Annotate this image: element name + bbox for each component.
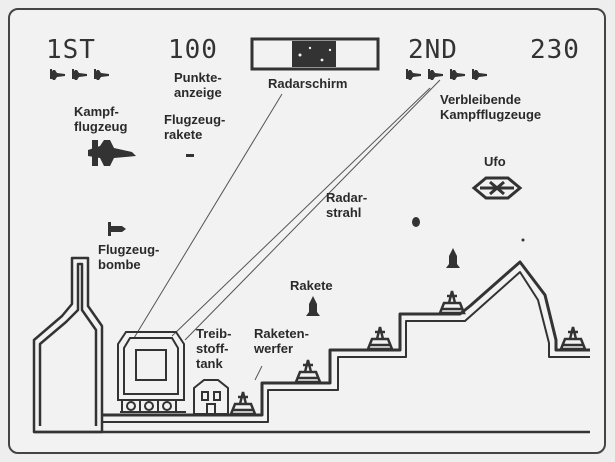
rocket-in-flight <box>306 248 460 316</box>
score-display-line-2: anzeige <box>174 85 222 100</box>
game-screen-frame <box>8 8 606 454</box>
plane-bomb-label: Flugzeug- bombe <box>98 242 159 272</box>
player2-score: 230 <box>530 35 580 65</box>
remaining-fighters-line-1: Verbleibende <box>440 92 521 107</box>
player2-remaining-fighters <box>406 69 487 80</box>
remaining-fighter-icon <box>50 69 65 80</box>
plane-rocket-line-1: Flugzeug- <box>164 112 226 127</box>
launcher-line-1: Raketen- <box>254 326 309 341</box>
plane-bomb-line-2: bombe <box>98 257 141 272</box>
rocket-launcher-icon <box>438 290 466 315</box>
player1-score: 100 <box>168 35 218 65</box>
radar-beam <box>133 79 441 341</box>
fuel-tank-line-2: stoff- <box>196 341 229 356</box>
plane-rocket-label: Flugzeug- rakete <box>164 112 225 142</box>
rocket-launcher-icon <box>229 391 257 416</box>
radar-beam-label: Radar- strahl <box>326 190 367 220</box>
rocket-label: Rakete <box>290 278 333 293</box>
remaining-fighter-icon <box>450 69 465 80</box>
plane-rocket-line-2: rakete <box>164 127 203 142</box>
terrain <box>102 260 590 423</box>
fuel-tank <box>193 379 229 415</box>
radar-beam-line-1: Radar- <box>326 190 368 205</box>
remaining-fighter-icon <box>428 69 443 80</box>
fighter-line-2: flugzeug <box>74 119 128 134</box>
remaining-fighter-icon <box>472 69 487 80</box>
radar-station <box>117 331 186 413</box>
ufo-icon <box>471 176 523 200</box>
debris-dot <box>521 238 525 242</box>
ufo-bomb <box>412 217 420 227</box>
fuel-tank-line-1: Treib- <box>196 326 232 341</box>
player2-label: 2ND <box>408 35 458 65</box>
remaining-fighters-line-2: Kampfflugzeuge <box>440 107 542 122</box>
rocket-launchers <box>229 290 587 416</box>
launcher-label: Raketen- werfer <box>254 326 309 356</box>
rocket-launcher-icon <box>294 359 322 384</box>
remaining-fighter-icon <box>72 69 87 80</box>
fuel-tank-label: Treib- stoff- tank <box>196 326 231 371</box>
ufo-label: Ufo <box>484 154 506 169</box>
plane-rocket-icon <box>186 154 194 157</box>
fuel-tank-line-3: tank <box>196 356 223 371</box>
fighter-plane-icon <box>88 140 136 166</box>
radar-screen-label: Radarschirm <box>268 76 348 91</box>
player1-remaining-fighters <box>50 69 109 80</box>
radar-beam-line-2: strahl <box>326 205 362 220</box>
remaining-fighter-icon <box>94 69 109 80</box>
label-pointer-lines <box>254 365 263 381</box>
score-display-label: Punkte- anzeige <box>174 70 222 100</box>
player1-label: 1ST <box>46 35 96 65</box>
plane-bomb-line-1: Flugzeug- <box>98 242 160 257</box>
remaining-fighter-icon <box>406 69 421 80</box>
plane-bomb-icon <box>108 222 126 236</box>
left-base-building <box>32 256 590 434</box>
rocket-launcher-icon <box>559 326 587 351</box>
rocket-launcher-icon <box>366 326 394 351</box>
radar-screen <box>250 37 380 71</box>
fighter-label: Kampf- flugzeug <box>74 104 127 134</box>
remaining-fighters-label: Verbleibende Kampfflugzeuge <box>440 92 541 122</box>
launcher-line-2: werfer <box>254 341 294 356</box>
score-display-line-1: Punkte- <box>174 70 222 85</box>
fighter-line-1: Kampf- <box>74 104 119 119</box>
